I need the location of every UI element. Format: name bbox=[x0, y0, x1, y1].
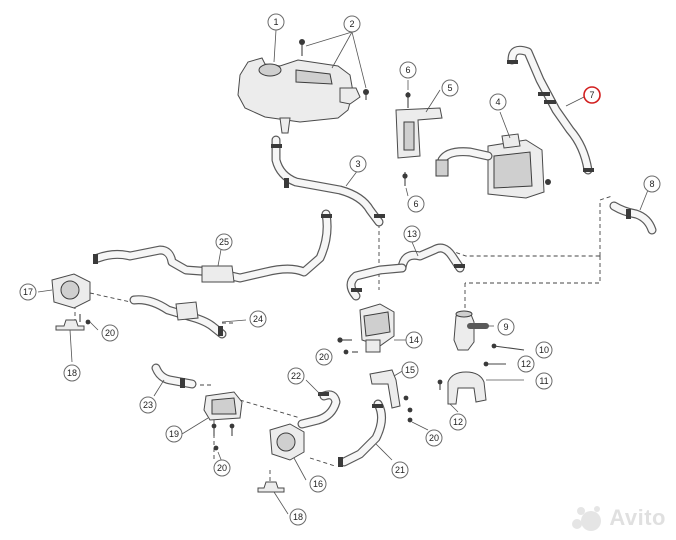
svg-text:12: 12 bbox=[453, 417, 463, 427]
callout-18-left: 18 bbox=[63, 364, 81, 382]
hose-22 bbox=[297, 379, 341, 429]
callout-20-bottom: 20 bbox=[213, 459, 231, 477]
svg-text:23: 23 bbox=[143, 400, 153, 410]
svg-text:8: 8 bbox=[649, 179, 654, 189]
callouts: 1 2 3 4 5 6 6 7 8 9 10 11 12 12 13 14 15… bbox=[19, 13, 661, 526]
callout-8: 8 bbox=[643, 175, 661, 193]
callout-9: 9 bbox=[497, 318, 515, 336]
pump-16 bbox=[269, 423, 307, 481]
callout-14: 14 bbox=[405, 331, 423, 349]
expansion-tank bbox=[237, 29, 361, 134]
callout-6-top: 6 bbox=[399, 61, 417, 79]
hose-23 bbox=[151, 363, 197, 397]
callout-18-bottom: 18 bbox=[289, 508, 307, 526]
svg-text:7: 7 bbox=[589, 90, 594, 100]
callout-3: 3 bbox=[349, 155, 367, 173]
callout-25: 25 bbox=[215, 233, 233, 251]
svg-text:6: 6 bbox=[405, 65, 410, 75]
svg-text:2: 2 bbox=[349, 19, 354, 29]
callout-20-left: 20 bbox=[101, 324, 119, 342]
hose-thermostat-inlet bbox=[346, 263, 407, 301]
bracket-5 bbox=[395, 80, 443, 197]
svg-text:1: 1 bbox=[273, 17, 278, 27]
hose-8 bbox=[609, 189, 657, 235]
valve-19 bbox=[181, 391, 243, 436]
bolts-20 bbox=[85, 319, 429, 463]
svg-text:12: 12 bbox=[521, 359, 531, 369]
svg-text:14: 14 bbox=[409, 335, 419, 345]
callout-2: 2 bbox=[343, 15, 361, 33]
bolt-10 bbox=[491, 343, 525, 351]
bracket-18-left bbox=[55, 314, 85, 363]
svg-text:18: 18 bbox=[67, 368, 77, 378]
svg-text:9: 9 bbox=[503, 322, 508, 332]
svg-text:20: 20 bbox=[217, 463, 227, 473]
svg-text:10: 10 bbox=[539, 345, 549, 355]
callout-19: 19 bbox=[165, 425, 183, 443]
callout-22: 22 bbox=[287, 367, 305, 385]
callout-24: 24 bbox=[249, 310, 267, 328]
valve-9 bbox=[453, 310, 494, 351]
svg-text:24: 24 bbox=[253, 314, 263, 324]
auxiliary-heater bbox=[487, 111, 551, 199]
hose-25 bbox=[93, 209, 332, 283]
callout-16: 16 bbox=[309, 475, 327, 493]
svg-text:21: 21 bbox=[395, 465, 405, 475]
svg-text:20: 20 bbox=[319, 352, 329, 362]
hose-21 bbox=[338, 399, 393, 467]
callout-23: 23 bbox=[139, 396, 157, 414]
svg-text:6: 6 bbox=[413, 199, 418, 209]
callout-10: 10 bbox=[535, 341, 553, 359]
hose-24 bbox=[129, 295, 247, 339]
callout-7: 7 bbox=[583, 86, 601, 104]
svg-text:20: 20 bbox=[429, 433, 439, 443]
svg-text:15: 15 bbox=[405, 365, 415, 375]
callout-20-right: 20 bbox=[425, 429, 443, 447]
svg-text:19: 19 bbox=[169, 429, 179, 439]
svg-text:4: 4 bbox=[495, 97, 500, 107]
thermostat-housing bbox=[337, 303, 406, 353]
hose-3 bbox=[271, 135, 385, 227]
hose-heater-connector bbox=[435, 147, 493, 177]
callout-1: 1 bbox=[267, 13, 285, 31]
callout-17: 17 bbox=[19, 283, 37, 301]
callout-6-bottom: 6 bbox=[407, 195, 425, 213]
callout-15: 15 bbox=[401, 361, 419, 379]
svg-text:22: 22 bbox=[291, 371, 301, 381]
hose-7 bbox=[507, 45, 594, 175]
callout-12-right: 12 bbox=[517, 355, 535, 373]
svg-text:5: 5 bbox=[447, 83, 452, 93]
bracket-11 bbox=[437, 361, 524, 413]
callout-12-bottom: 12 bbox=[449, 413, 467, 431]
bracket-18-bottom bbox=[257, 481, 289, 515]
svg-text:17: 17 bbox=[23, 287, 33, 297]
callout-21: 21 bbox=[391, 461, 409, 479]
avito-logo-icon bbox=[572, 506, 602, 531]
hose-13 bbox=[397, 241, 465, 273]
pump-17 bbox=[37, 273, 91, 309]
bolts-part-2 bbox=[299, 31, 369, 100]
svg-text:16: 16 bbox=[313, 479, 323, 489]
callout-20-mid: 20 bbox=[315, 348, 333, 366]
svg-text:13: 13 bbox=[407, 229, 417, 239]
avito-watermark: Avito bbox=[569, 504, 666, 532]
callout-13: 13 bbox=[403, 225, 421, 243]
bracket-15 bbox=[369, 369, 413, 413]
svg-text:25: 25 bbox=[219, 237, 229, 247]
svg-text:18: 18 bbox=[293, 512, 303, 522]
svg-text:20: 20 bbox=[105, 328, 115, 338]
svg-text:11: 11 bbox=[539, 376, 548, 386]
callout-5: 5 bbox=[441, 79, 459, 97]
watermark-text: Avito bbox=[609, 505, 666, 530]
callout-11: 11 bbox=[535, 372, 553, 390]
svg-text:3: 3 bbox=[355, 159, 360, 169]
callout-4: 4 bbox=[489, 93, 507, 111]
